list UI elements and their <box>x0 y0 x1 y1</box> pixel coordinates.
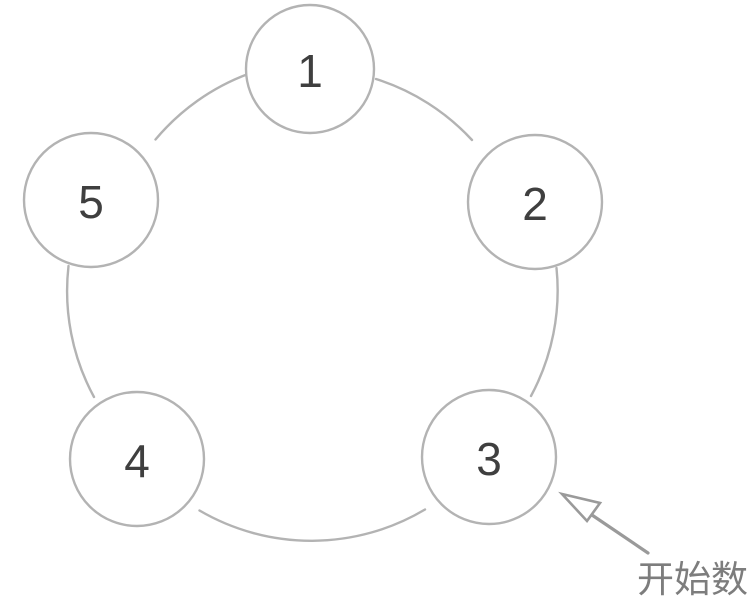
arc-node2-to-node3 <box>529 266 559 398</box>
node-label-3: 3 <box>476 433 502 485</box>
node-label-group: 1 2 3 4 5 <box>78 45 548 487</box>
node-circle-3[interactable] <box>420 388 558 526</box>
arc-node4-to-node5 <box>65 264 96 399</box>
arc-node1-to-node2 <box>374 77 474 142</box>
node-circle-1[interactable] <box>244 3 376 135</box>
node-group <box>22 3 604 528</box>
node-circle-4[interactable] <box>68 390 206 528</box>
node-circle-5[interactable] <box>22 131 160 269</box>
annotation-label: 开始数 <box>637 558 748 601</box>
node-label-1: 1 <box>297 45 323 97</box>
node-label-5: 5 <box>78 176 104 228</box>
ring-arc-group <box>65 72 559 542</box>
arc-node3-to-node4 <box>198 508 427 542</box>
node-circle-2[interactable] <box>466 133 604 271</box>
node-label-2: 2 <box>522 178 548 230</box>
arrow-head-triangle <box>558 491 603 524</box>
arc-node5-to-node1 <box>154 72 250 141</box>
node-label-4: 4 <box>124 435 150 487</box>
callout-arrow <box>558 491 650 555</box>
arrow-shaft-line <box>587 511 650 555</box>
